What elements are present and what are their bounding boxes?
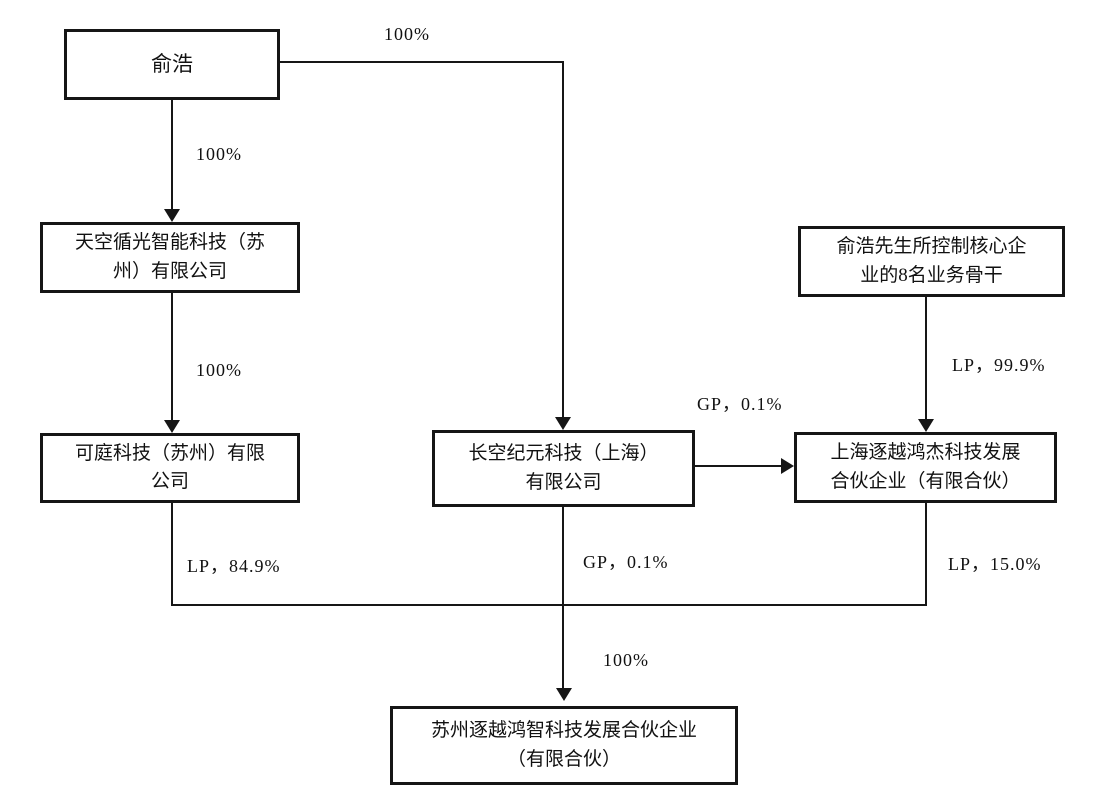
edge-label-backbone-shanghai: LP，99.9% xyxy=(952,355,1046,375)
node-suzhou-partnership: 苏州逐越鸿智科技发展合伙企业 （有限合伙） xyxy=(390,706,738,785)
edge-yuhao-tiankong-line xyxy=(171,100,173,210)
edge-label-changkong-shanghai: GP，0.1% xyxy=(697,394,783,414)
edge-label-shanghai-suzhou: LP，15.0% xyxy=(948,554,1042,574)
edge-backbone-shanghai-line xyxy=(925,297,927,420)
arrow-down-icon xyxy=(556,688,572,701)
edge-label-tiankong-keting: 100% xyxy=(196,360,242,380)
arrow-right-icon xyxy=(781,458,794,474)
edge-shanghai-merge-line xyxy=(925,503,927,606)
node-shanghai-partnership: 上海逐越鸿杰科技发展 合伙企业（有限合伙） xyxy=(794,432,1057,503)
edge-label-changkong-suzhou: GP，0.1% xyxy=(583,552,669,572)
edge-changkong-shanghai-line xyxy=(695,465,783,467)
edge-label-combined-suzhou: 100% xyxy=(603,650,649,670)
arrow-down-icon xyxy=(918,419,934,432)
node-yuhao: 俞浩 xyxy=(64,29,280,100)
edge-yuhao-changkong-hline xyxy=(280,61,564,63)
arrow-down-icon xyxy=(164,420,180,433)
edge-yuhao-changkong-vline xyxy=(562,61,564,418)
node-keting-company: 可庭科技（苏州）有限 公司 xyxy=(40,433,300,503)
edge-merge-hline xyxy=(171,604,927,606)
arrow-down-icon xyxy=(164,209,180,222)
edge-label-yuhao-tiankong: 100% xyxy=(196,144,242,164)
edge-label-yuhao-changkong: 100% xyxy=(384,24,430,44)
node-tiankong-company: 天空循光智能科技（苏 州）有限公司 xyxy=(40,222,300,293)
edge-changkong-merge-line xyxy=(562,507,564,689)
edge-tiankong-keting-line xyxy=(171,293,173,421)
arrow-down-icon xyxy=(555,417,571,430)
node-changkong-company: 长空纪元科技（上海） 有限公司 xyxy=(432,430,695,507)
edge-label-keting-suzhou: LP，84.9% xyxy=(187,556,281,576)
node-backbone-staff: 俞浩先生所控制核心企 业的8名业务骨干 xyxy=(798,226,1065,297)
edge-keting-merge-line xyxy=(171,503,173,606)
